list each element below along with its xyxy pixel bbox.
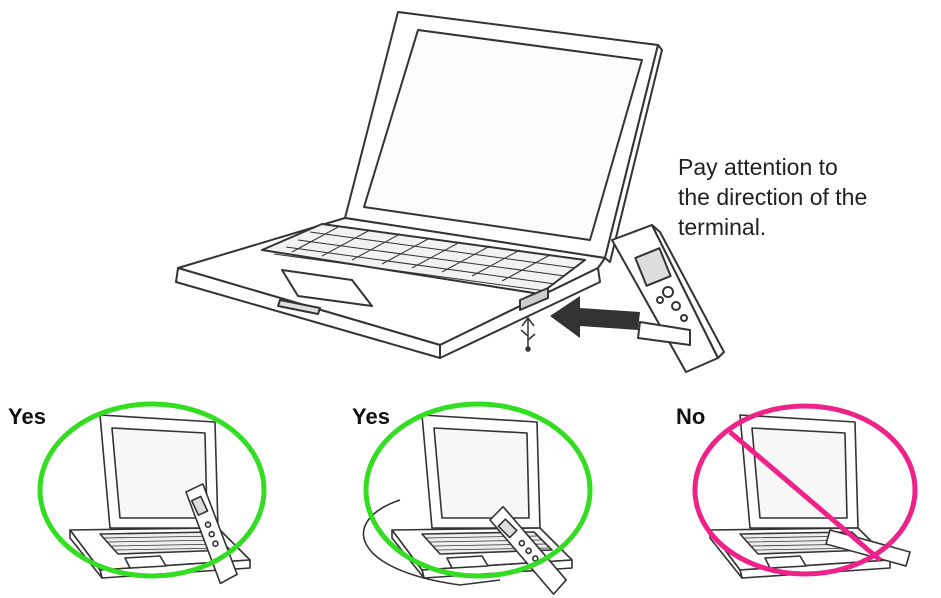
example-yes-2 [364,404,590,598]
example-label-3: No [676,404,705,430]
laptop-illustration [176,12,662,358]
example-no [695,406,915,578]
instruction-line-3: terminal. [678,212,940,242]
arrow-right-icon [550,296,640,338]
recorder-device [612,225,724,372]
example-yes-1 [40,404,264,587]
usb-icon [521,318,535,351]
example-label-2: Yes [352,404,390,430]
instruction-line-1: Pay attention to [678,152,940,182]
instruction-text: Pay attention to the direction of the te… [678,152,940,242]
instruction-line-2: the direction of the [678,182,940,212]
example-label-1: Yes [8,404,46,430]
